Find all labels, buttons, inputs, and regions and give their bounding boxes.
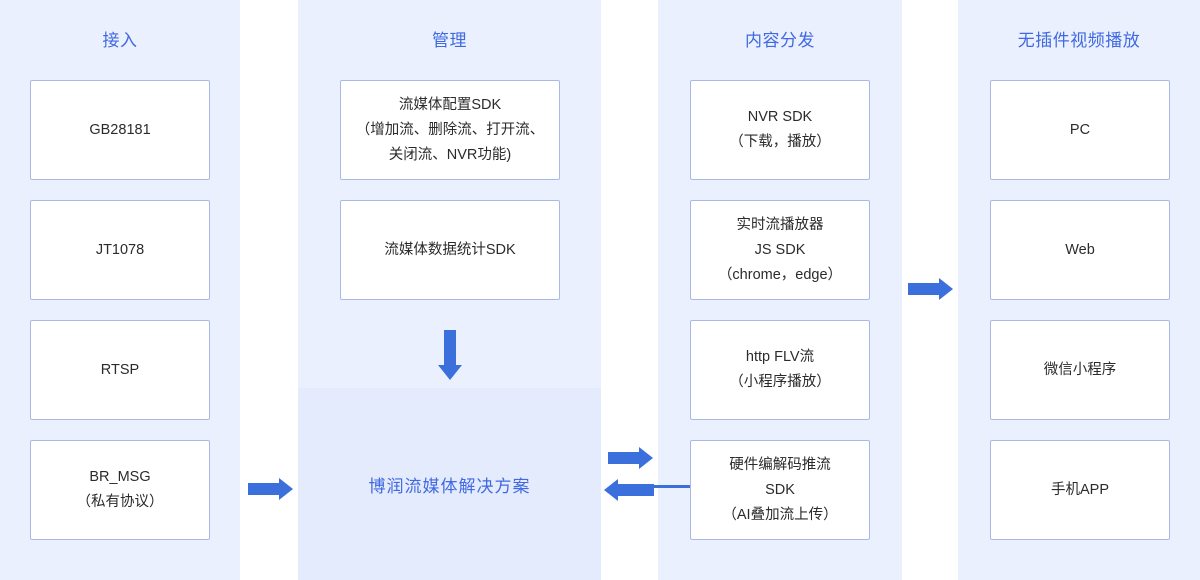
column-title-access: 接入 [102,31,138,50]
card-br-msg[interactable]: BR_MSG （私有协议） [30,440,210,540]
column-title-manage: 管理 [432,31,467,50]
arrow-access-to-solution-shaft [248,483,280,495]
card-rtsp-label: RTSP [100,361,140,378]
card-stream-stats-sdk[interactable]: 流媒体数据统计SDK [340,200,560,300]
arrow-distribution-to-solution-shaft [618,484,654,496]
card-pc[interactable]: PC [990,80,1170,180]
card-http-flv-label: http FLV流 （小程序播放） [729,349,831,390]
solution-box-label: 博润流媒体解决方案 [368,476,531,496]
card-gb28181-label: GB28181 [89,121,151,138]
arrow-distribution-to-solution-head [604,479,618,501]
arrow-manage-down-shaft [444,330,456,366]
arrow-distribution-to-solution-connector [640,485,690,488]
arrow-distribution-to-solution [604,479,654,501]
card-stream-config-sdk-label: 流媒体配置SDK （增加流、删除流、打开流、 关闭流、NVR功能) [355,96,545,163]
card-mobile-app-label: 手机APP [1050,481,1109,498]
arrow-manage-down-head [438,365,462,380]
card-jt1078[interactable]: JT1078 [30,200,210,300]
card-web[interactable]: Web [990,200,1170,300]
arrow-solution-to-distribution-head [639,447,653,469]
solution-box[interactable]: 博润流媒体解决方案 [298,388,601,580]
card-realtime-player-js-sdk-label: 实时流播放器 JS SDK （chrome，edge） [717,216,843,283]
arrow-solution-to-distribution-shaft [608,452,640,464]
card-wechat-miniprogram-label: 微信小程序 [1043,361,1117,378]
card-rtsp[interactable]: RTSP [30,320,210,420]
column-title-playback: 无插件视频播放 [1017,31,1141,50]
card-wechat-miniprogram[interactable]: 微信小程序 [990,320,1170,420]
arrow-manage-down [438,330,462,380]
arrow-solution-to-distribution [608,447,654,469]
column-title-distribution: 内容分发 [745,31,815,50]
card-nvr-sdk-label: NVR SDK （下载，播放） [729,109,831,150]
card-web-label: Web [1065,241,1095,258]
card-jt1078-label: JT1078 [95,241,145,258]
arrow-distribution-to-playback [908,278,954,300]
card-nvr-sdk[interactable]: NVR SDK （下载，播放） [690,80,870,180]
card-stream-stats-sdk-label: 流媒体数据统计SDK [384,241,516,258]
arrow-distribution-to-playback-shaft [908,283,940,295]
arrow-access-to-solution-head [279,478,293,500]
card-gb28181[interactable]: GB28181 [30,80,210,180]
card-realtime-player-js-sdk[interactable]: 实时流播放器 JS SDK （chrome，edge） [690,200,870,300]
card-br-msg-label: BR_MSG （私有协议） [76,469,164,510]
card-hw-encode-push-sdk[interactable]: 硬件编解码推流 SDK （AI叠加流上传） [690,440,870,540]
card-pc-label: PC [1069,121,1091,138]
card-stream-config-sdk[interactable]: 流媒体配置SDK （增加流、删除流、打开流、 关闭流、NVR功能) [340,80,560,180]
card-hw-encode-push-sdk-label: 硬件编解码推流 SDK （AI叠加流上传） [722,456,838,523]
arrow-access-to-solution [248,478,294,500]
arrow-distribution-to-playback-head [939,278,953,300]
card-http-flv[interactable]: http FLV流 （小程序播放） [690,320,870,420]
card-mobile-app[interactable]: 手机APP [990,440,1170,540]
